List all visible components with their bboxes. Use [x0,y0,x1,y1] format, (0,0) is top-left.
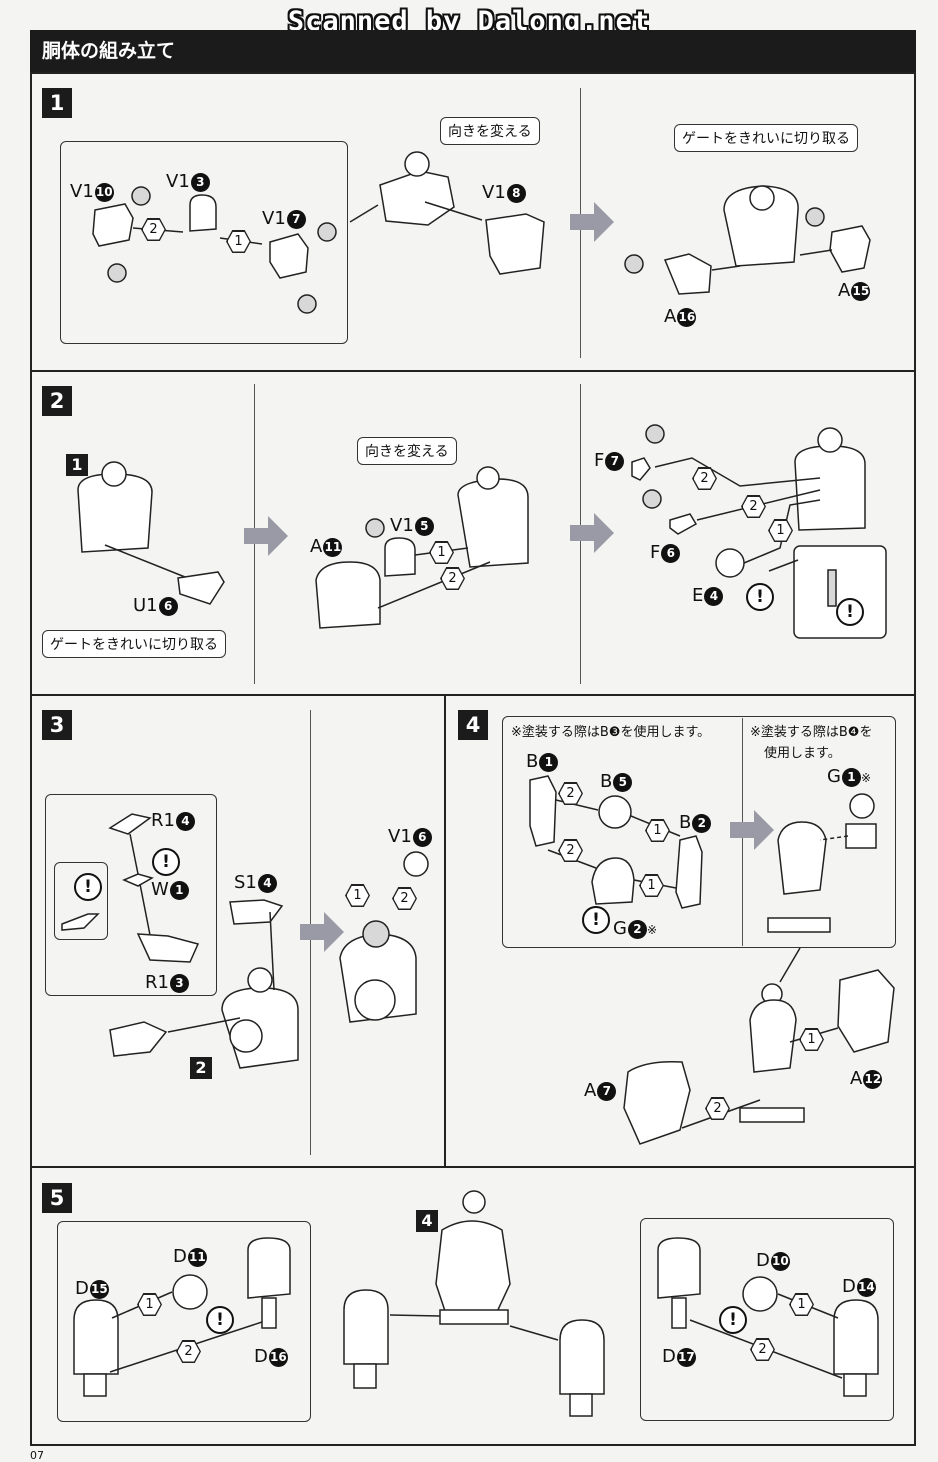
section-title: 胴体の組み立て [30,30,916,72]
sequence-marker: 1 [226,230,251,253]
subassembly-frame [502,716,896,948]
sequence-marker: 1 [639,874,664,897]
warning-icon: ! [836,598,864,626]
sequence-marker: 2 [392,887,417,910]
callout-turn: 向きを変える [440,117,540,145]
paint-note: 使用します。 [764,746,841,761]
warning-icon: ! [582,906,610,934]
step-number: 4 [458,710,488,740]
sequence-marker: 1 [768,519,793,542]
next-arrow-icon [244,516,288,556]
substep-number: 1 [66,454,88,476]
divider [30,694,916,696]
sequence-marker: 2 [692,467,717,490]
sequence-marker: 1 [137,1293,162,1316]
divider [444,694,446,1166]
substep-number: 2 [190,1057,212,1079]
sequence-marker: 1 [345,884,370,907]
next-arrow-icon [730,810,774,850]
sequence-marker: 1 [429,541,454,564]
sequence-marker: 2 [750,1338,775,1361]
step-number: 5 [42,1183,72,1213]
sequence-marker: 1 [789,1293,814,1316]
callout-turn: 向きを変える [357,437,457,465]
instruction-frame [30,72,916,1446]
subassembly-frame [60,141,348,344]
callout-gate: ゲートをきれいに切り取る [674,124,858,152]
next-arrow-icon [570,202,614,242]
step-number: 1 [42,88,72,118]
sequence-marker: 2 [741,495,766,518]
sequence-marker: 1 [799,1028,824,1051]
warning-icon: ! [746,583,774,611]
sequence-marker: 1 [645,819,670,842]
sequence-marker: 2 [141,218,166,241]
next-arrow-icon [300,912,344,952]
warning-icon: ! [206,1306,234,1334]
subassembly-frame [640,1218,894,1421]
divider [30,370,916,372]
step-number: 3 [42,710,72,740]
warning-icon: ! [74,873,102,901]
warning-icon: ! [719,1306,747,1334]
page-number: 07 [30,1449,44,1462]
sequence-marker: 2 [705,1097,730,1120]
sequence-marker: 2 [558,782,583,805]
sequence-marker: 2 [440,567,465,590]
next-arrow-icon [570,513,614,553]
warning-icon: ! [152,848,180,876]
callout-gate: ゲートをきれいに切り取る [42,630,226,658]
detail-frame [54,862,108,940]
paint-note: ※塗装する際はB❹を [750,725,873,740]
sequence-marker: 2 [558,839,583,862]
paint-note: ※塗装する際はB❸を使用します。 [511,725,711,740]
substep-number: 4 [416,1210,438,1232]
subassembly-frame [57,1221,311,1422]
subassembly-frame [45,794,217,996]
divider [30,1166,916,1168]
sequence-marker: 2 [176,1340,201,1363]
step-number: 2 [42,386,72,416]
